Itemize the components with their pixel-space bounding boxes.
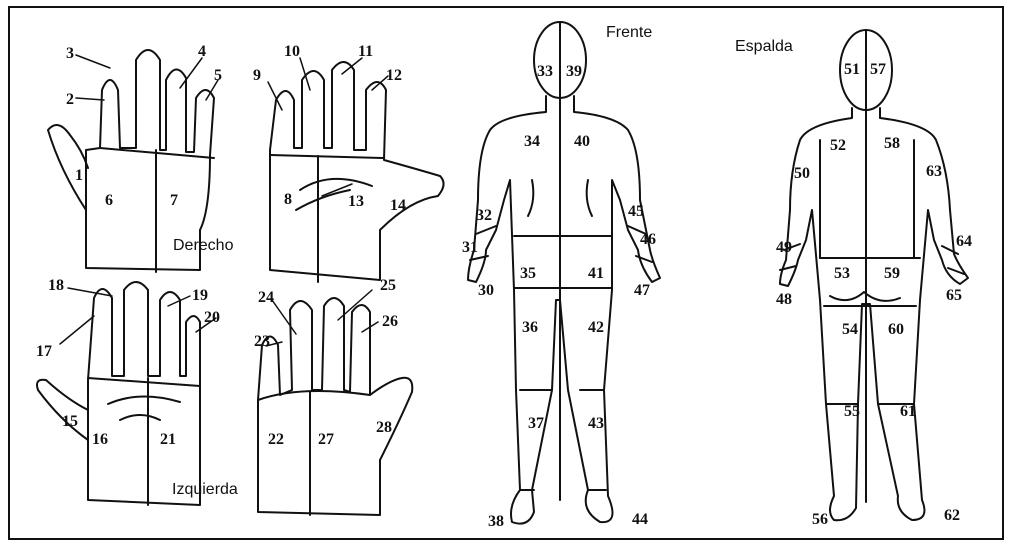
- region-number: 58: [884, 135, 900, 152]
- region-number: 40: [574, 133, 590, 150]
- region-number: 62: [944, 507, 960, 524]
- region-number: 63: [926, 163, 942, 180]
- region-number: 60: [888, 321, 904, 338]
- region-number: 15: [62, 413, 78, 430]
- region-number: 42: [588, 319, 604, 336]
- region-number: 16: [92, 431, 108, 448]
- region-number: 55: [844, 403, 860, 420]
- body-back-outline: [780, 30, 968, 520]
- region-number: 30: [478, 282, 494, 299]
- region-number: 46: [640, 231, 656, 248]
- region-number: 10: [284, 43, 300, 60]
- region-number: 32: [476, 207, 492, 224]
- region-number: 24: [258, 289, 274, 306]
- region-number: 9: [253, 67, 261, 84]
- region-number: 1: [75, 167, 83, 184]
- region-number: 23: [254, 333, 270, 350]
- region-number: 5: [214, 67, 222, 84]
- region-number: 18: [48, 277, 64, 294]
- region-number: 65: [946, 287, 962, 304]
- region-number: 27: [318, 431, 334, 448]
- region-number: 43: [588, 415, 604, 432]
- region-number: 52: [830, 137, 846, 154]
- region-number: 56: [812, 511, 828, 528]
- region-number: 41: [588, 265, 604, 282]
- hand-left-palm-outline: [37, 282, 200, 505]
- region-number: 36: [522, 319, 538, 336]
- region-number: 39: [566, 63, 582, 80]
- region-number: 38: [488, 513, 504, 530]
- region-number: 22: [268, 431, 284, 448]
- region-number: 8: [284, 191, 292, 208]
- region-number: 48: [776, 291, 792, 308]
- region-number: 6: [105, 192, 113, 209]
- region-number: 11: [358, 43, 373, 60]
- region-number: 2: [66, 91, 74, 108]
- region-number: 59: [884, 265, 900, 282]
- region-number: 47: [634, 282, 650, 299]
- region-number: 45: [628, 203, 644, 220]
- hand-right-palm-outline: [270, 62, 444, 282]
- region-number: 12: [386, 67, 402, 84]
- region-number: 57: [870, 61, 886, 78]
- region-number: 49: [776, 239, 792, 256]
- region-number: 61: [900, 403, 916, 420]
- region-number: 33: [537, 63, 553, 80]
- region-number: 35: [520, 265, 536, 282]
- region-number: 64: [956, 233, 972, 250]
- region-number: 14: [390, 197, 406, 214]
- region-number: 21: [160, 431, 176, 448]
- region-number: 31: [462, 239, 478, 256]
- region-number: 53: [834, 265, 850, 282]
- region-number: 20: [204, 309, 220, 326]
- hand-left-back-outline: [258, 298, 412, 515]
- region-number: 3: [66, 45, 74, 62]
- region-number: 28: [376, 419, 392, 436]
- region-number: 25: [380, 277, 396, 294]
- region-number: 51: [844, 61, 860, 78]
- region-number: 50: [794, 165, 810, 182]
- region-number: 37: [528, 415, 544, 432]
- region-number: 54: [842, 321, 858, 338]
- region-number: 17: [36, 343, 52, 360]
- region-number: 44: [632, 511, 648, 528]
- hand-right-back-outline: [48, 50, 214, 272]
- region-number: 34: [524, 133, 540, 150]
- region-number: 19: [192, 287, 208, 304]
- region-number: 4: [198, 43, 206, 60]
- body-front-outline: [468, 22, 660, 524]
- region-number: 13: [348, 193, 364, 210]
- region-number: 26: [382, 313, 398, 330]
- region-number: 7: [170, 192, 178, 209]
